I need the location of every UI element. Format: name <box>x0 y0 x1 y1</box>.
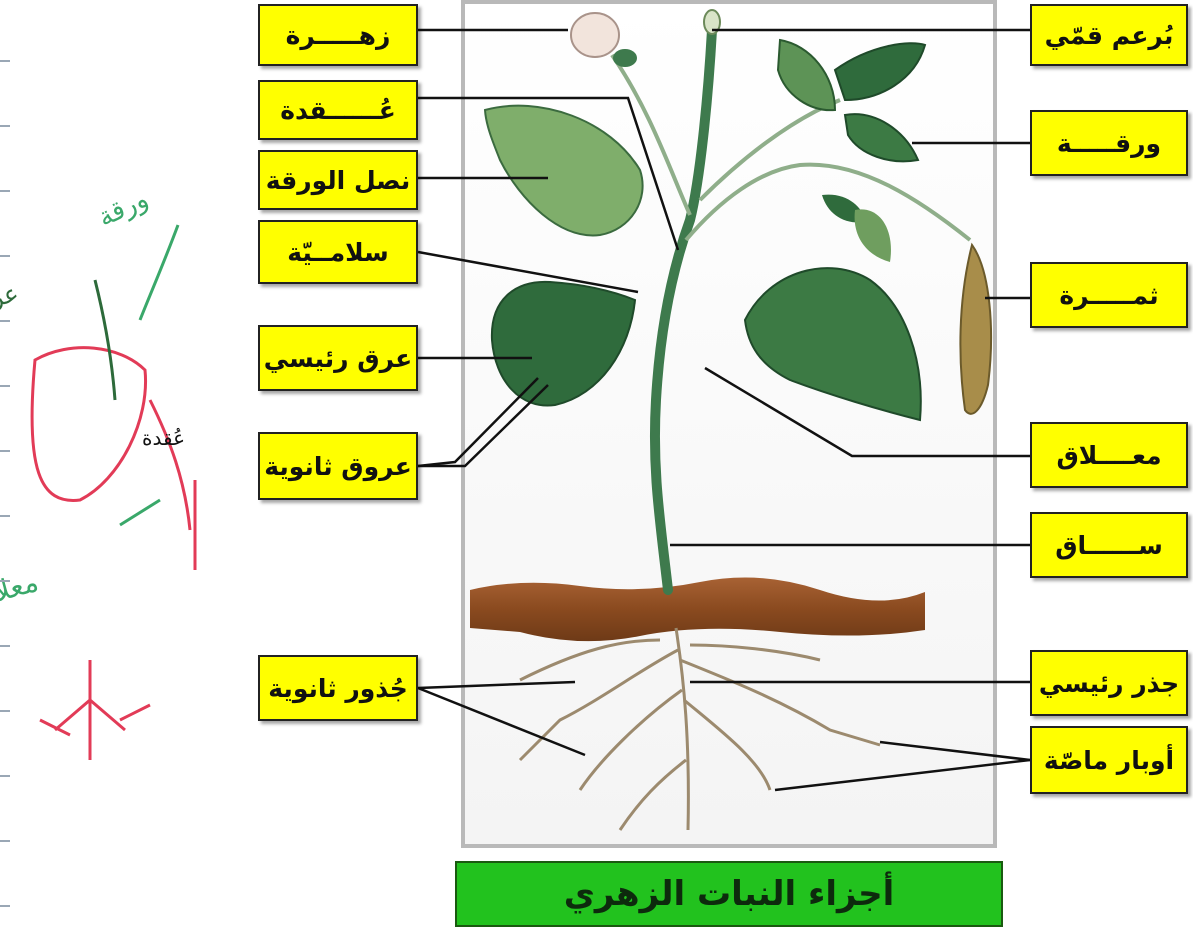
ruler-tick <box>0 125 10 127</box>
ruler-tick <box>0 515 10 517</box>
ruler-tick <box>0 580 10 582</box>
flower-shape <box>571 13 619 57</box>
diagram-title: أجزاء النبات الزهري <box>455 861 1003 927</box>
handwritten-node: عُقدة <box>142 426 185 450</box>
ruler-tick <box>0 645 10 647</box>
ruler-tick <box>0 840 10 842</box>
handwritten-petiole: معلاق <box>0 565 42 614</box>
label-main-root: جذر رئيسي <box>1030 650 1188 716</box>
handwritten-sketch <box>32 225 195 760</box>
ruler-tick <box>0 710 10 712</box>
label-tendril: معــــلاق <box>1030 422 1188 488</box>
label-node: عُــــــقدة <box>258 80 418 140</box>
label-flower: زهـــــرة <box>258 4 418 66</box>
label-terminal-bud: بُرعم قمّي <box>1030 4 1188 66</box>
label-stem: ســــــاق <box>1030 512 1188 578</box>
label-secondary-veins: عروق ثانوية <box>258 432 418 500</box>
handwritten-veins: عروق <box>0 279 22 321</box>
label-leaf: ورقـــــة <box>1030 110 1188 176</box>
ruler-tick <box>0 320 10 322</box>
label-secondary-roots: جُذور ثانوية <box>258 655 418 721</box>
ruler-tick <box>0 775 10 777</box>
ruler-tick <box>0 905 10 907</box>
flower-sepal <box>613 49 637 67</box>
label-root-hairs: أوبار ماصّة <box>1030 726 1188 794</box>
ruler-tick <box>0 385 10 387</box>
ruler-tick <box>0 190 10 192</box>
label-petiole: نصل الورقة <box>258 150 418 210</box>
label-lamina: سلامــيّة <box>258 220 418 284</box>
ruler-tick <box>0 60 10 62</box>
label-main-vein: عرق رئيسي <box>258 325 418 391</box>
ruler-tick <box>0 255 10 257</box>
handwritten-leaf: ورقة <box>94 184 153 233</box>
ruler-tick <box>0 450 10 452</box>
label-fruit: ثمـــــرة <box>1030 262 1188 328</box>
